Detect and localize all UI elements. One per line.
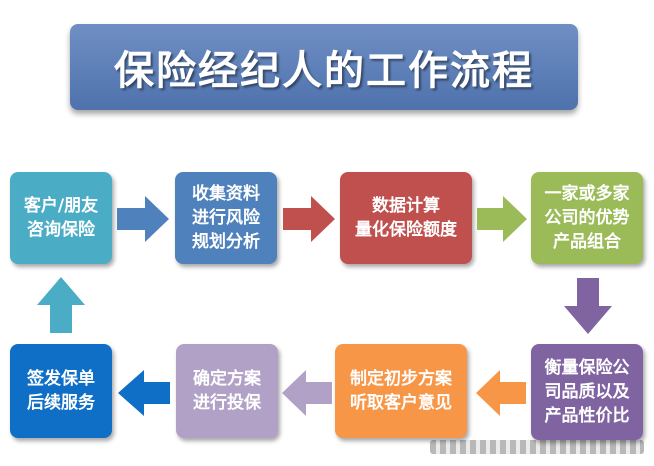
step-collect: 收集资料 进行风险 规划分析 bbox=[175, 172, 277, 264]
title-banner: 保险经纪人的工作流程 bbox=[70, 24, 578, 110]
step-issue: 签发保单 后续服务 bbox=[10, 344, 112, 438]
arrow-left-icon bbox=[282, 370, 332, 416]
diagram-title: 保险经纪人的工作流程 bbox=[114, 48, 534, 94]
step-confirm: 确定方案 进行投保 bbox=[176, 344, 278, 438]
step-line: 客户/朋友 bbox=[23, 196, 99, 216]
watermark bbox=[430, 440, 644, 454]
arrow-up-icon bbox=[37, 277, 85, 333]
step-line: 产品性价比 bbox=[544, 406, 630, 426]
step-compare: 衡量保险公 司品质以及 产品性价比 bbox=[531, 344, 643, 440]
step-line: 量化保险额度 bbox=[355, 220, 457, 240]
step-line: 后续服务 bbox=[27, 393, 95, 413]
arrow-left-icon bbox=[118, 370, 170, 416]
arrow-right-icon bbox=[477, 196, 527, 242]
arrow-right-icon bbox=[283, 196, 335, 242]
step-line: 衡量保险公 bbox=[544, 358, 630, 378]
step-line: 一家或多家 bbox=[544, 184, 630, 204]
step-line: 确定方案 bbox=[193, 369, 261, 389]
step-line: 规划分析 bbox=[192, 232, 260, 252]
step-consult: 客户/朋友 咨询保险 bbox=[10, 172, 112, 264]
step-line: 收集资料 bbox=[192, 184, 260, 204]
step-line: 进行投保 bbox=[193, 393, 261, 413]
step-combine: 一家或多家 公司的优势 产品组合 bbox=[531, 172, 643, 264]
step-line: 咨询保险 bbox=[27, 220, 95, 240]
arrow-right-icon bbox=[117, 196, 169, 242]
step-line: 进行风险 bbox=[192, 208, 260, 228]
step-line: 听取客户意见 bbox=[350, 393, 452, 413]
step-line: 司品质以及 bbox=[544, 382, 630, 402]
step-plan: 制定初步方案 听取客户意见 bbox=[335, 344, 467, 438]
step-line: 制定初步方案 bbox=[350, 369, 452, 389]
step-line: 公司的优势 bbox=[544, 208, 630, 228]
arrow-down-icon bbox=[564, 278, 612, 334]
step-calc: 数据计算 量化保险额度 bbox=[340, 172, 472, 264]
step-line: 产品组合 bbox=[553, 232, 621, 252]
step-line: 数据计算 bbox=[372, 196, 440, 216]
arrow-left-icon bbox=[476, 370, 526, 416]
step-line: 签发保单 bbox=[27, 369, 95, 389]
